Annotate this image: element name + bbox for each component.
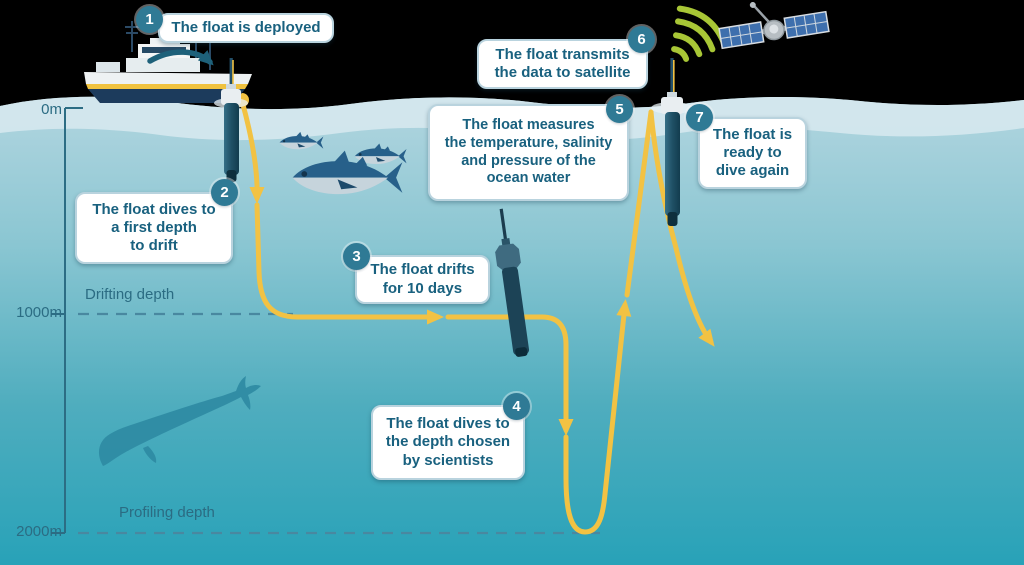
deploy-arrow-icon [147, 49, 214, 66]
depth-label-1000m: 1000m [16, 304, 62, 321]
step-4-badge: 4 [503, 393, 530, 420]
drifting-depth-name: Drifting depth [85, 286, 175, 303]
step-1-badge: 1 [136, 6, 163, 33]
step-7-label: The float is ready to dive again [698, 117, 807, 189]
depth-label-2000m: 2000m [16, 523, 62, 540]
step-1-text: The float is deployed [171, 18, 321, 36]
step-2-label: The float dives to a first depth to drif… [75, 192, 233, 264]
depth-axis [51, 107, 83, 534]
step-6-label: The float transmits the data to satellit… [477, 39, 648, 89]
step-6-text: The float transmits the data to satellit… [494, 45, 631, 81]
whale-icon [98, 376, 261, 466]
float-drifting-icon [495, 208, 530, 357]
satellite-icon [718, 2, 830, 50]
float-resurfaced-icon [651, 58, 693, 226]
depth-label-0m: 0m [41, 101, 62, 118]
step-7-text: The float is ready to dive again [712, 125, 793, 180]
step-4-label: The float dives to the depth chosen by s… [371, 405, 525, 480]
whale-fin [143, 446, 157, 463]
step-3-badge: 3 [343, 243, 370, 270]
step-2-badge: 2 [211, 179, 238, 206]
step-5-text: The float measures the temperature, sali… [444, 117, 613, 187]
step-3-label: The float drifts for 10 days [355, 255, 490, 304]
step-5-label: The float measures the temperature, sali… [428, 104, 629, 201]
profiling-depth-name: Profiling depth [119, 504, 215, 521]
float-surface-icon [214, 58, 248, 182]
step-4-text: The float dives to the depth chosen by s… [385, 415, 511, 469]
step-3-text: The float drifts for 10 days [370, 261, 475, 297]
step-5-badge: 5 [606, 96, 633, 123]
step-1-label: The float is deployed [158, 13, 334, 43]
step-6-badge: 6 [628, 26, 655, 53]
step-2-text: The float dives to a first depth to drif… [92, 200, 216, 255]
step-7-badge: 7 [686, 104, 713, 131]
